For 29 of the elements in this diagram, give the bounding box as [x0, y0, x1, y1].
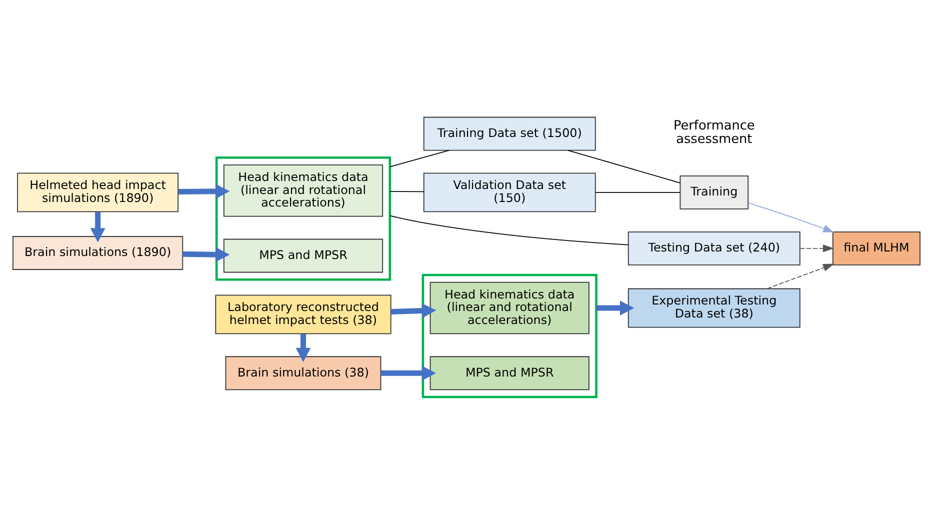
arrow: [90, 212, 106, 242]
node-box: Experimental Testing Data set (38): [628, 288, 800, 328]
arrow: [596, 300, 634, 315]
arrow: [296, 334, 311, 362]
node-box: MPS and MPSR: [223, 238, 384, 272]
connector: [389, 214, 629, 245]
arrow: [748, 202, 834, 232]
node-box: Laboratory reconstructed helmet impact tests (38): [215, 294, 392, 334]
node-box: Helmeted head impact simulations (1890): [17, 172, 178, 212]
node-box: MPS and MPSR: [430, 356, 590, 390]
arrow: [390, 302, 436, 318]
arrow: [766, 263, 834, 289]
arrow: [380, 365, 436, 380]
arrow: [178, 183, 230, 198]
node-box: Validation Data set (150): [423, 172, 596, 212]
node-box: Brain simulations (38): [225, 356, 382, 390]
node-box: Brain simulations (1890): [12, 236, 184, 270]
arrow: [182, 246, 230, 262]
node-box: Training: [680, 175, 749, 209]
node-box: final MLHM: [832, 230, 920, 265]
node-box: Testing Data set (240): [628, 230, 800, 265]
connector: [389, 149, 450, 167]
node-box: Head kinematics data (linear and rotational accelerations): [223, 164, 384, 216]
label: Performance assessment: [673, 118, 755, 147]
arrow: [800, 244, 834, 252]
node-box: Head kinematics data (linear and rotational accelerations): [430, 281, 590, 334]
node-box: Training Data set (1500): [423, 116, 596, 150]
connector: [567, 149, 681, 183]
connector: [389, 190, 424, 192]
